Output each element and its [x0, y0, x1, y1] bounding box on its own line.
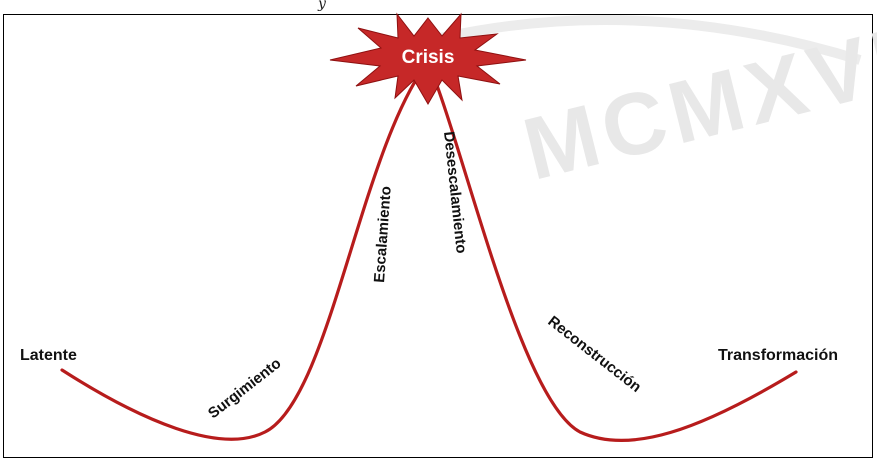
burst-shape	[329, 12, 527, 105]
header-fragment: y	[318, 0, 326, 12]
stage-label-escalamiento: Escalamiento	[371, 186, 395, 284]
watermark-text: MCMXVII	[514, 1, 877, 198]
stage-label-latente: Latente	[20, 347, 77, 364]
crisis-burst: Crisis	[329, 12, 527, 105]
diagram-frame	[3, 14, 873, 458]
stage-label-surgimiento: Surgimiento	[205, 355, 284, 422]
stage-label-desescalamiento: Desescalamiento	[440, 131, 470, 255]
crisis-label: Crisis	[402, 47, 455, 68]
stage-label-reconstruccion: Reconstrucción	[545, 313, 645, 396]
stage-label-transformacion: Transformación	[718, 347, 838, 364]
